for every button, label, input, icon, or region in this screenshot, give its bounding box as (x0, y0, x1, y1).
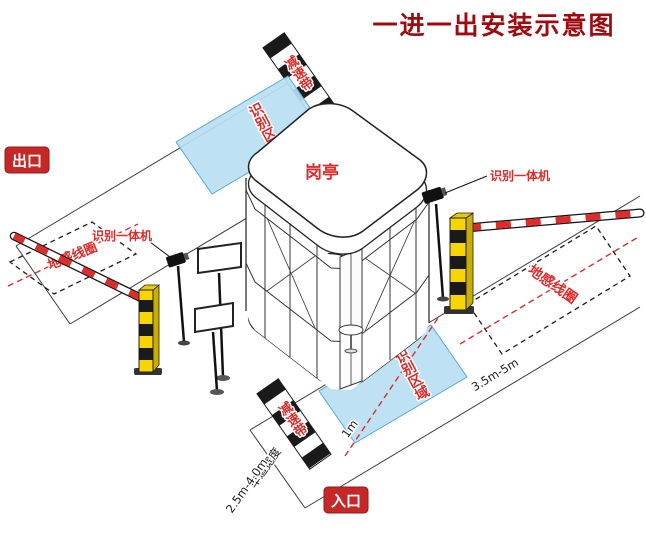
booth-label: 岗亭 (305, 162, 339, 183)
booth-window-brace (266, 217, 416, 332)
camera-pole (434, 203, 445, 299)
page-title: 一进一出安装示意图 (372, 11, 615, 40)
sign-panel (197, 241, 242, 275)
camera-label-right: 识别一体机 (490, 168, 550, 183)
camera-head-icon (166, 252, 190, 268)
entrance-badge: 入口 (323, 486, 369, 514)
sign-post (211, 331, 219, 392)
entrance-badge-bg (323, 486, 369, 514)
speed-bump-stripe (301, 442, 331, 469)
sign-post-base (210, 389, 224, 395)
barrier-post-stripe (139, 300, 153, 312)
speed-bump-stripe (271, 400, 301, 426)
guard-booth: 岗亭 (245, 102, 430, 390)
sign-post-base (216, 375, 230, 381)
barrier-post-stripe (139, 348, 153, 360)
barrier-post-side (152, 284, 160, 374)
barrier-gate-left (9, 231, 162, 375)
camera-head-icon (421, 186, 448, 204)
lane-center-dashed (459, 235, 641, 345)
lane-center-dashed (7, 223, 139, 287)
dimension-loop-distance: 3.5m-5m (469, 355, 521, 394)
ground-loop-right: 地感线圈 (459, 225, 641, 355)
ground-loop-shape (467, 225, 631, 355)
camera-right: 识别一体机 (421, 167, 552, 302)
speed-bump-stripe (286, 421, 316, 448)
barrier-post-stripe (450, 282, 466, 295)
booth-walls (246, 178, 429, 390)
recognition-area-bottom: 识别区域 1m (318, 317, 468, 457)
camera-pointer-left (149, 241, 171, 258)
booth-table (338, 324, 364, 354)
speed-bump-stripe (262, 32, 292, 59)
camera-pole (176, 265, 186, 343)
camera-pole-base (437, 296, 449, 302)
lane-center-dashed (344, 317, 439, 457)
barrier-gate-right (444, 208, 645, 314)
booth-roof (247, 102, 428, 238)
sign-board-upper (197, 241, 242, 381)
exit-badge-label: 出口 (12, 152, 42, 170)
lane-width-value: 2.5m-4.0m (223, 456, 271, 516)
sign-board-lower (194, 301, 234, 395)
road-edge (304, 306, 641, 509)
sign-panel (194, 301, 234, 334)
exit-badge-bg (4, 146, 50, 174)
camera-pole-base (178, 340, 190, 346)
speed-bump-stripe (277, 54, 307, 80)
entrance-badge-label: 入口 (331, 492, 361, 510)
camera-label-left: 识别一体机 (92, 228, 152, 243)
road-edge (15, 245, 71, 325)
barrier-post-stripe (450, 256, 466, 269)
speed-bump-base (256, 378, 332, 470)
barrier-post-side (465, 212, 474, 311)
barrier-post-stripe (139, 324, 153, 336)
barrier-arm (462, 209, 644, 232)
exit-badge: 出口 (4, 146, 50, 174)
camera-left: 识别一体机 (91, 227, 190, 346)
ground-loop-shape (8, 221, 138, 295)
barrier-post-stripe (450, 230, 466, 243)
speed-bump-stripe (256, 378, 286, 405)
road-edge (249, 429, 306, 509)
camera-pointer-right (444, 175, 488, 194)
speed-bump-bottom: 减速带 (256, 378, 332, 470)
barrier-arm (11, 233, 144, 301)
